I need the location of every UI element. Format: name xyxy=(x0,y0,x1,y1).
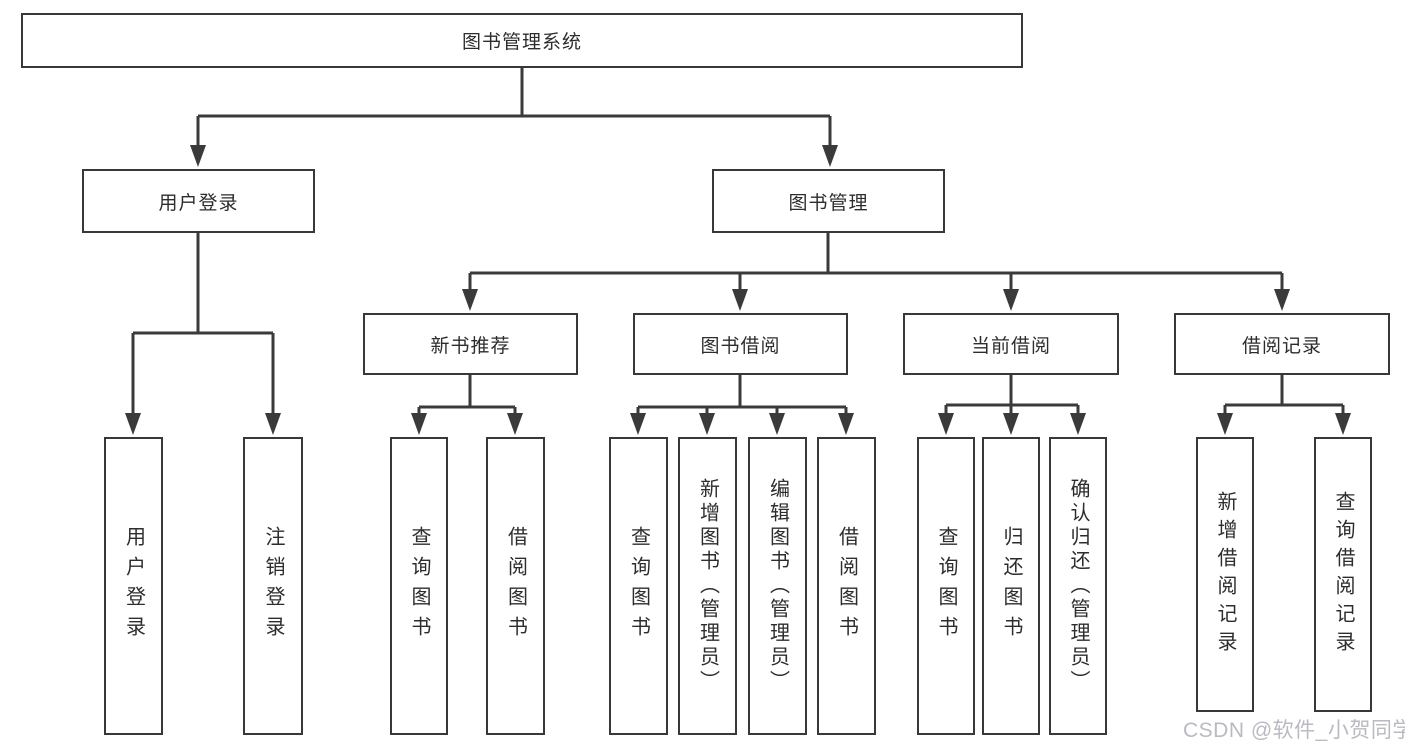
node-label: 编辑图书（管理员） xyxy=(766,478,789,694)
node-label: 当前借阅 xyxy=(970,335,1051,357)
node-label: 查询图书 xyxy=(408,526,430,646)
node-box-leaf-add-record: 新增借阅记录 xyxy=(1196,437,1254,712)
csdn-watermark: CSDN @软件_小贺同学 xyxy=(1183,719,1405,742)
node-label: 借阅图书 xyxy=(835,526,858,646)
node-label: 新增图书（管理员） xyxy=(696,478,719,694)
node-label: 借阅图书 xyxy=(504,526,527,646)
node-label: 图书管理 xyxy=(788,192,869,214)
node-label: 用户登录 xyxy=(158,192,239,214)
arrowhead-icon xyxy=(1274,289,1290,311)
arrowhead-icon xyxy=(769,413,785,435)
arrowhead-icon xyxy=(125,413,141,435)
node-label: 借阅记录 xyxy=(1241,335,1322,357)
arrowhead-icon xyxy=(822,145,838,167)
node-box-leaf-query-book-1: 查询图书 xyxy=(390,437,448,735)
arrowhead-icon xyxy=(462,289,478,311)
node-box-leaf-edit-book: 编辑图书（管理员） xyxy=(748,437,807,735)
node-box-user-login: 用户登录 xyxy=(82,169,315,233)
arrowhead-icon xyxy=(265,413,281,435)
arrowhead-icon xyxy=(411,413,427,435)
node-box-leaf-user-login: 用户登录 xyxy=(104,437,163,735)
arrowhead-icon xyxy=(1003,413,1019,435)
node-box-leaf-query-book-2: 查询图书 xyxy=(609,437,668,735)
arrowhead-icon xyxy=(190,145,206,167)
node-label: 确认归还（管理员） xyxy=(1067,478,1089,694)
node-label: 查询借阅记录 xyxy=(1332,490,1354,659)
arrowhead-icon xyxy=(630,413,646,435)
node-label: 图书管理系统 xyxy=(461,32,582,53)
node-label: 图书借阅 xyxy=(700,335,781,357)
node-label: 查询图书 xyxy=(627,526,650,646)
node-box-root: 图书管理系统 xyxy=(21,13,1023,68)
arrowhead-icon xyxy=(1335,413,1351,435)
node-label: 新书推荐 xyxy=(430,335,511,357)
node-label: 用户登录 xyxy=(122,526,145,646)
node-box-current-borrow: 当前借阅 xyxy=(903,313,1119,375)
arrowhead-icon xyxy=(1070,413,1086,435)
node-box-leaf-borrow-book-1: 借阅图书 xyxy=(486,437,545,735)
node-label: 新增借阅记录 xyxy=(1214,490,1236,659)
node-box-leaf-add-book: 新增图书（管理员） xyxy=(678,437,737,735)
node-box-leaf-query-book-3: 查询图书 xyxy=(917,437,975,735)
node-box-new-book-recommend: 新书推荐 xyxy=(363,313,578,375)
arrowhead-icon xyxy=(838,413,854,435)
node-box-leaf-borrow-book-2: 借阅图书 xyxy=(817,437,876,735)
node-box-book-borrow: 图书借阅 xyxy=(633,313,848,375)
node-label: 查询图书 xyxy=(935,526,957,646)
node-label: 归还图书 xyxy=(1000,526,1022,646)
arrowhead-icon xyxy=(699,413,715,435)
node-box-borrow-records: 借阅记录 xyxy=(1174,313,1390,375)
node-box-book-management: 图书管理 xyxy=(712,169,945,233)
node-box-leaf-query-record: 查询借阅记录 xyxy=(1314,437,1372,712)
node-box-leaf-logout: 注销登录 xyxy=(243,437,303,735)
arrowhead-icon xyxy=(507,413,523,435)
arrowhead-icon xyxy=(1217,413,1233,435)
node-box-leaf-confirm-return: 确认归还（管理员） xyxy=(1049,437,1107,735)
arrowhead-icon xyxy=(732,289,748,311)
arrowhead-icon xyxy=(1003,289,1019,311)
node-box-leaf-return-book: 归还图书 xyxy=(982,437,1040,735)
node-label: 注销登录 xyxy=(262,526,284,646)
arrowhead-icon xyxy=(938,413,954,435)
